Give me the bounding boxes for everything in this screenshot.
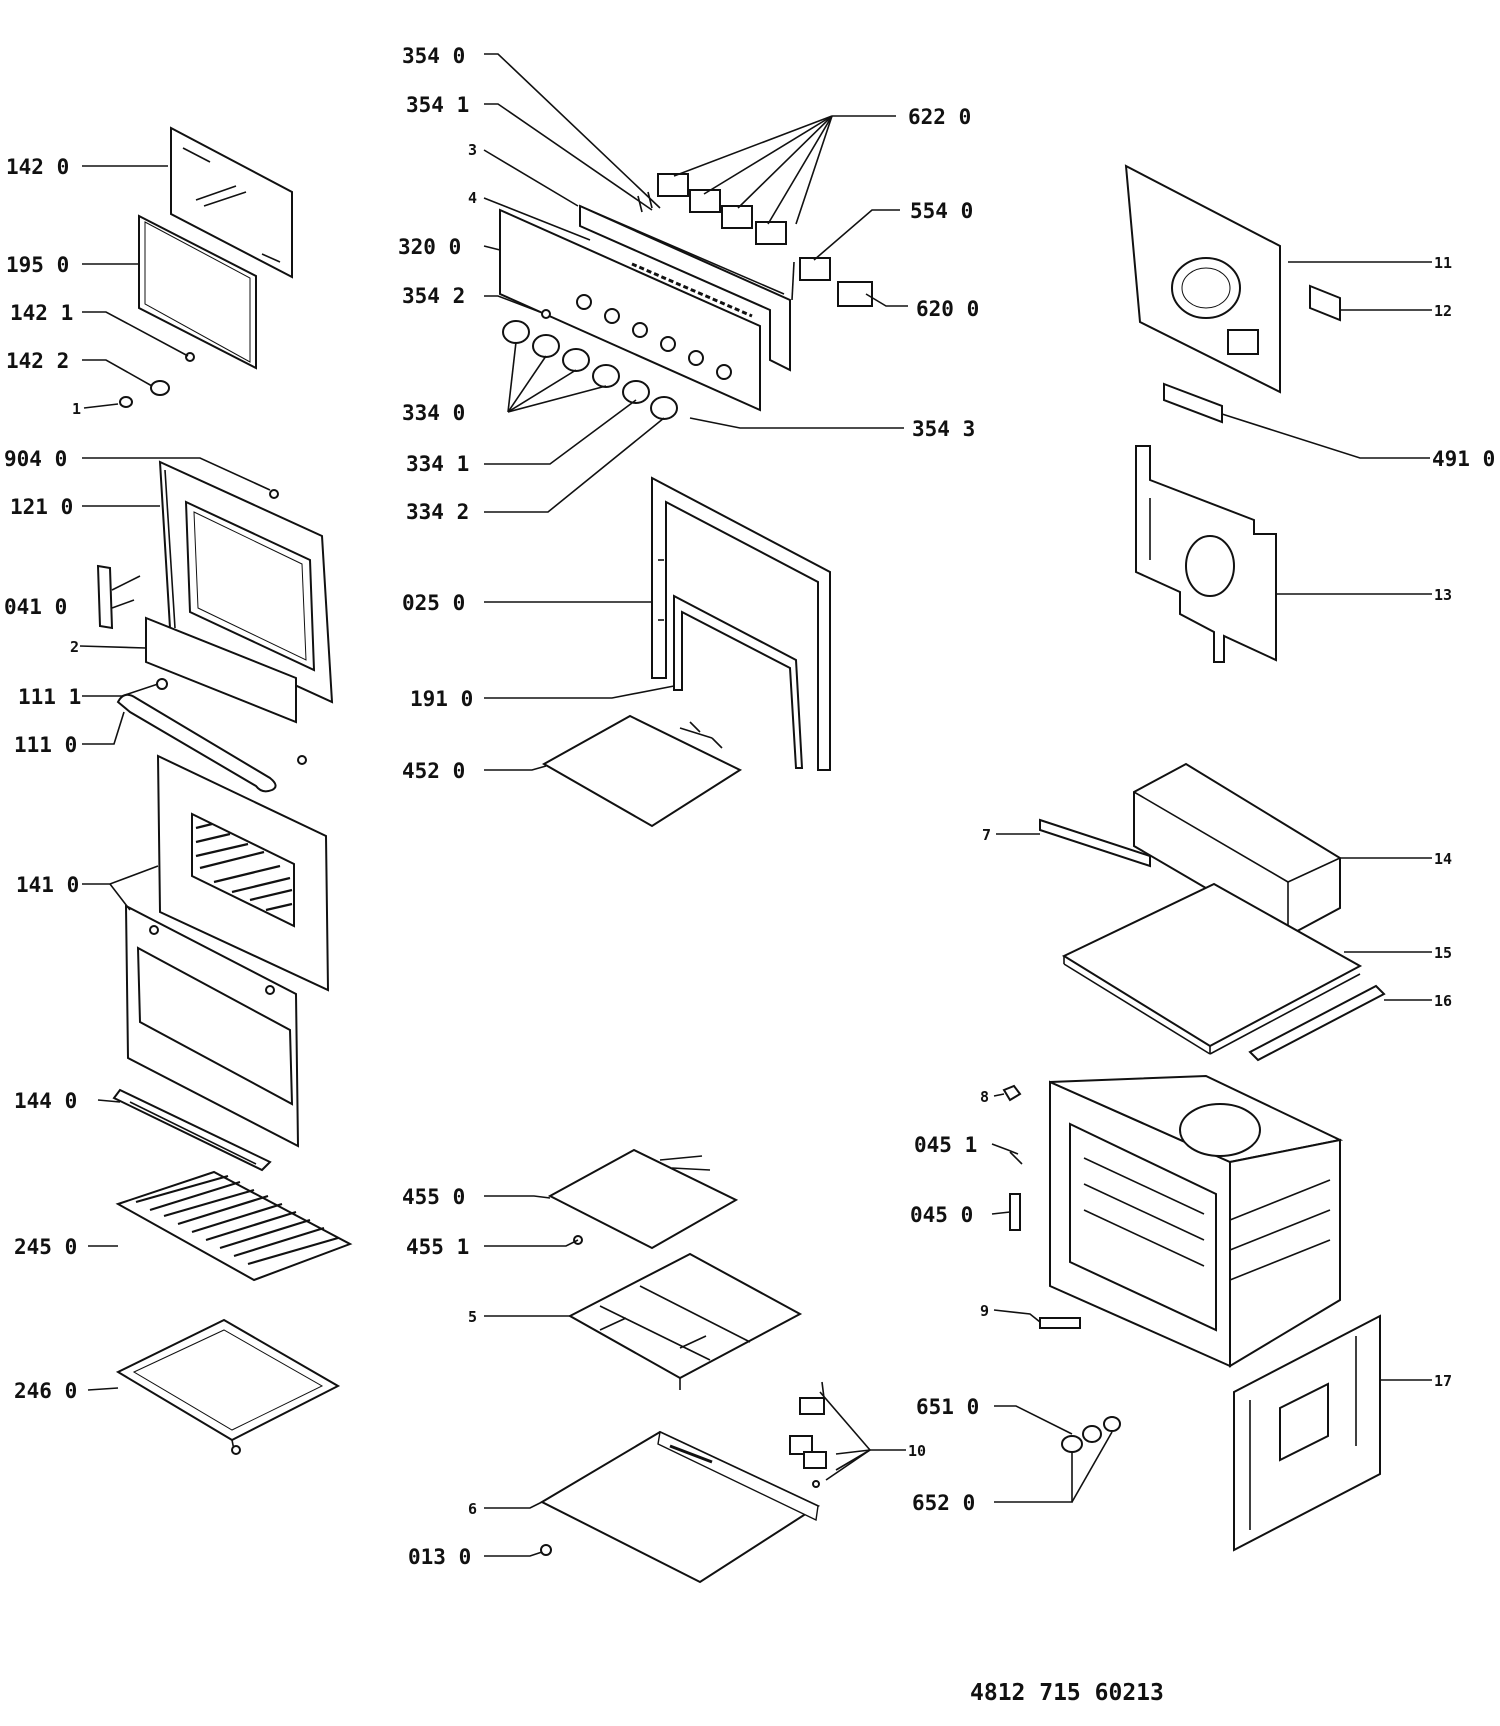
label-2: 2 [70,638,79,656]
part-outer-door-glass [170,126,293,279]
label-045-0: 045 0 [910,1203,973,1227]
leader-lines [79,53,1432,1557]
label-041-0: 041 0 [4,595,67,619]
label-354-2: 354 2 [402,284,465,308]
part-labels: 354 0 354 1 3 4 320 0 354 2 334 0 334 1 … [4,44,1495,1706]
label-904-0: 904 0 [4,447,67,471]
label-142-0: 142 0 [6,155,69,179]
part-brackets-10 [789,1381,827,1488]
part-door-bottom-strip-144 [112,1088,272,1172]
label-246-0: 246 0 [14,1379,77,1403]
label-14: 14 [1434,850,1452,868]
label-320-0: 320 0 [398,235,461,259]
label-12: 12 [1434,302,1452,320]
label-013-0: 013 0 [408,1545,471,1569]
label-554-0: 554 0 [910,199,973,223]
label-191-0: 191 0 [410,687,473,711]
part-control-panel-320 [499,191,791,412]
label-111-0: 111 0 [14,733,77,757]
part-oven-bottom-5 [567,1252,803,1390]
part-door-hinge-041 [96,564,141,630]
label-622-0: 622 0 [908,105,971,129]
part-switch-554 [791,257,831,301]
label-11: 11 [1434,254,1452,272]
label-7: 7 [982,826,991,844]
label-6: 6 [468,1500,477,1518]
label-17: 17 [1434,1372,1452,1390]
label-3: 3 [468,141,477,159]
label-8: 8 [980,1088,989,1106]
label-5: 5 [468,1308,477,1326]
label-121-0: 121 0 [10,495,73,519]
label-195-0: 195 0 [6,253,69,277]
label-455-0: 455 0 [402,1185,465,1209]
label-1: 1 [72,400,81,418]
part-door-seal-frame [138,214,257,370]
part-oven-cavity [1049,1074,1344,1368]
label-354-0: 354 0 [402,44,465,68]
label-4: 4 [468,189,477,207]
part-strip-16 [1248,984,1386,1062]
label-245-0: 245 0 [14,1235,77,1259]
part-side-bracket-13 [1135,445,1277,663]
glass-hatching [195,822,293,912]
part-top-cover-14 [1133,762,1341,938]
label-452-0: 452 0 [402,759,465,783]
label-620-0: 620 0 [916,297,979,321]
label-144-0: 144 0 [14,1089,77,1113]
part-heater-7 [1039,818,1151,868]
label-354-3: 354 3 [912,417,975,441]
part-front-seal-frame-025 [651,476,831,771]
part-back-panel-11 [1124,164,1281,394]
label-651-0: 651 0 [916,1395,979,1419]
label-9: 9 [980,1302,989,1320]
label-142-1: 142 1 [10,301,73,325]
part-hinge-small [119,352,195,408]
part-knobs-334 [502,309,678,420]
label-16: 16 [1434,992,1452,1010]
drawing-number: 4812 715 60213 [970,1680,1164,1706]
label-491-0: 491 0 [1432,447,1495,471]
label-10: 10 [908,1442,926,1460]
label-13: 13 [1434,586,1452,604]
part-top-plate-15 [1061,882,1363,1055]
part-grill-tray-452 [541,714,743,828]
label-652-0: 652 0 [912,1491,975,1515]
part-bracket-12 [1309,284,1341,322]
part-inner-glass-141 [156,754,330,992]
part-element-455 [547,1148,739,1250]
label-15: 15 [1434,944,1452,962]
label-334-1: 334 1 [406,452,469,476]
part-wire-shelf-245 [115,1170,353,1282]
label-354-1: 354 1 [406,93,469,117]
part-drip-tray-246 [115,1318,341,1455]
label-111-1: 111 1 [18,685,81,709]
label-141-0: 141 0 [16,873,79,897]
label-045-1: 045 1 [914,1133,977,1157]
part-inner-door-panel [124,904,300,1148]
label-025-0: 025 0 [402,591,465,615]
label-455-1: 455 1 [406,1235,469,1259]
label-142-2: 142 2 [6,349,69,373]
label-334-0: 334 0 [402,401,465,425]
part-base-plate-6 [539,1430,821,1584]
part-terminal-491 [1163,382,1223,424]
part-switches-622 [657,173,787,245]
label-334-2: 334 2 [406,500,469,524]
part-side-panel-17 [1233,1314,1381,1552]
